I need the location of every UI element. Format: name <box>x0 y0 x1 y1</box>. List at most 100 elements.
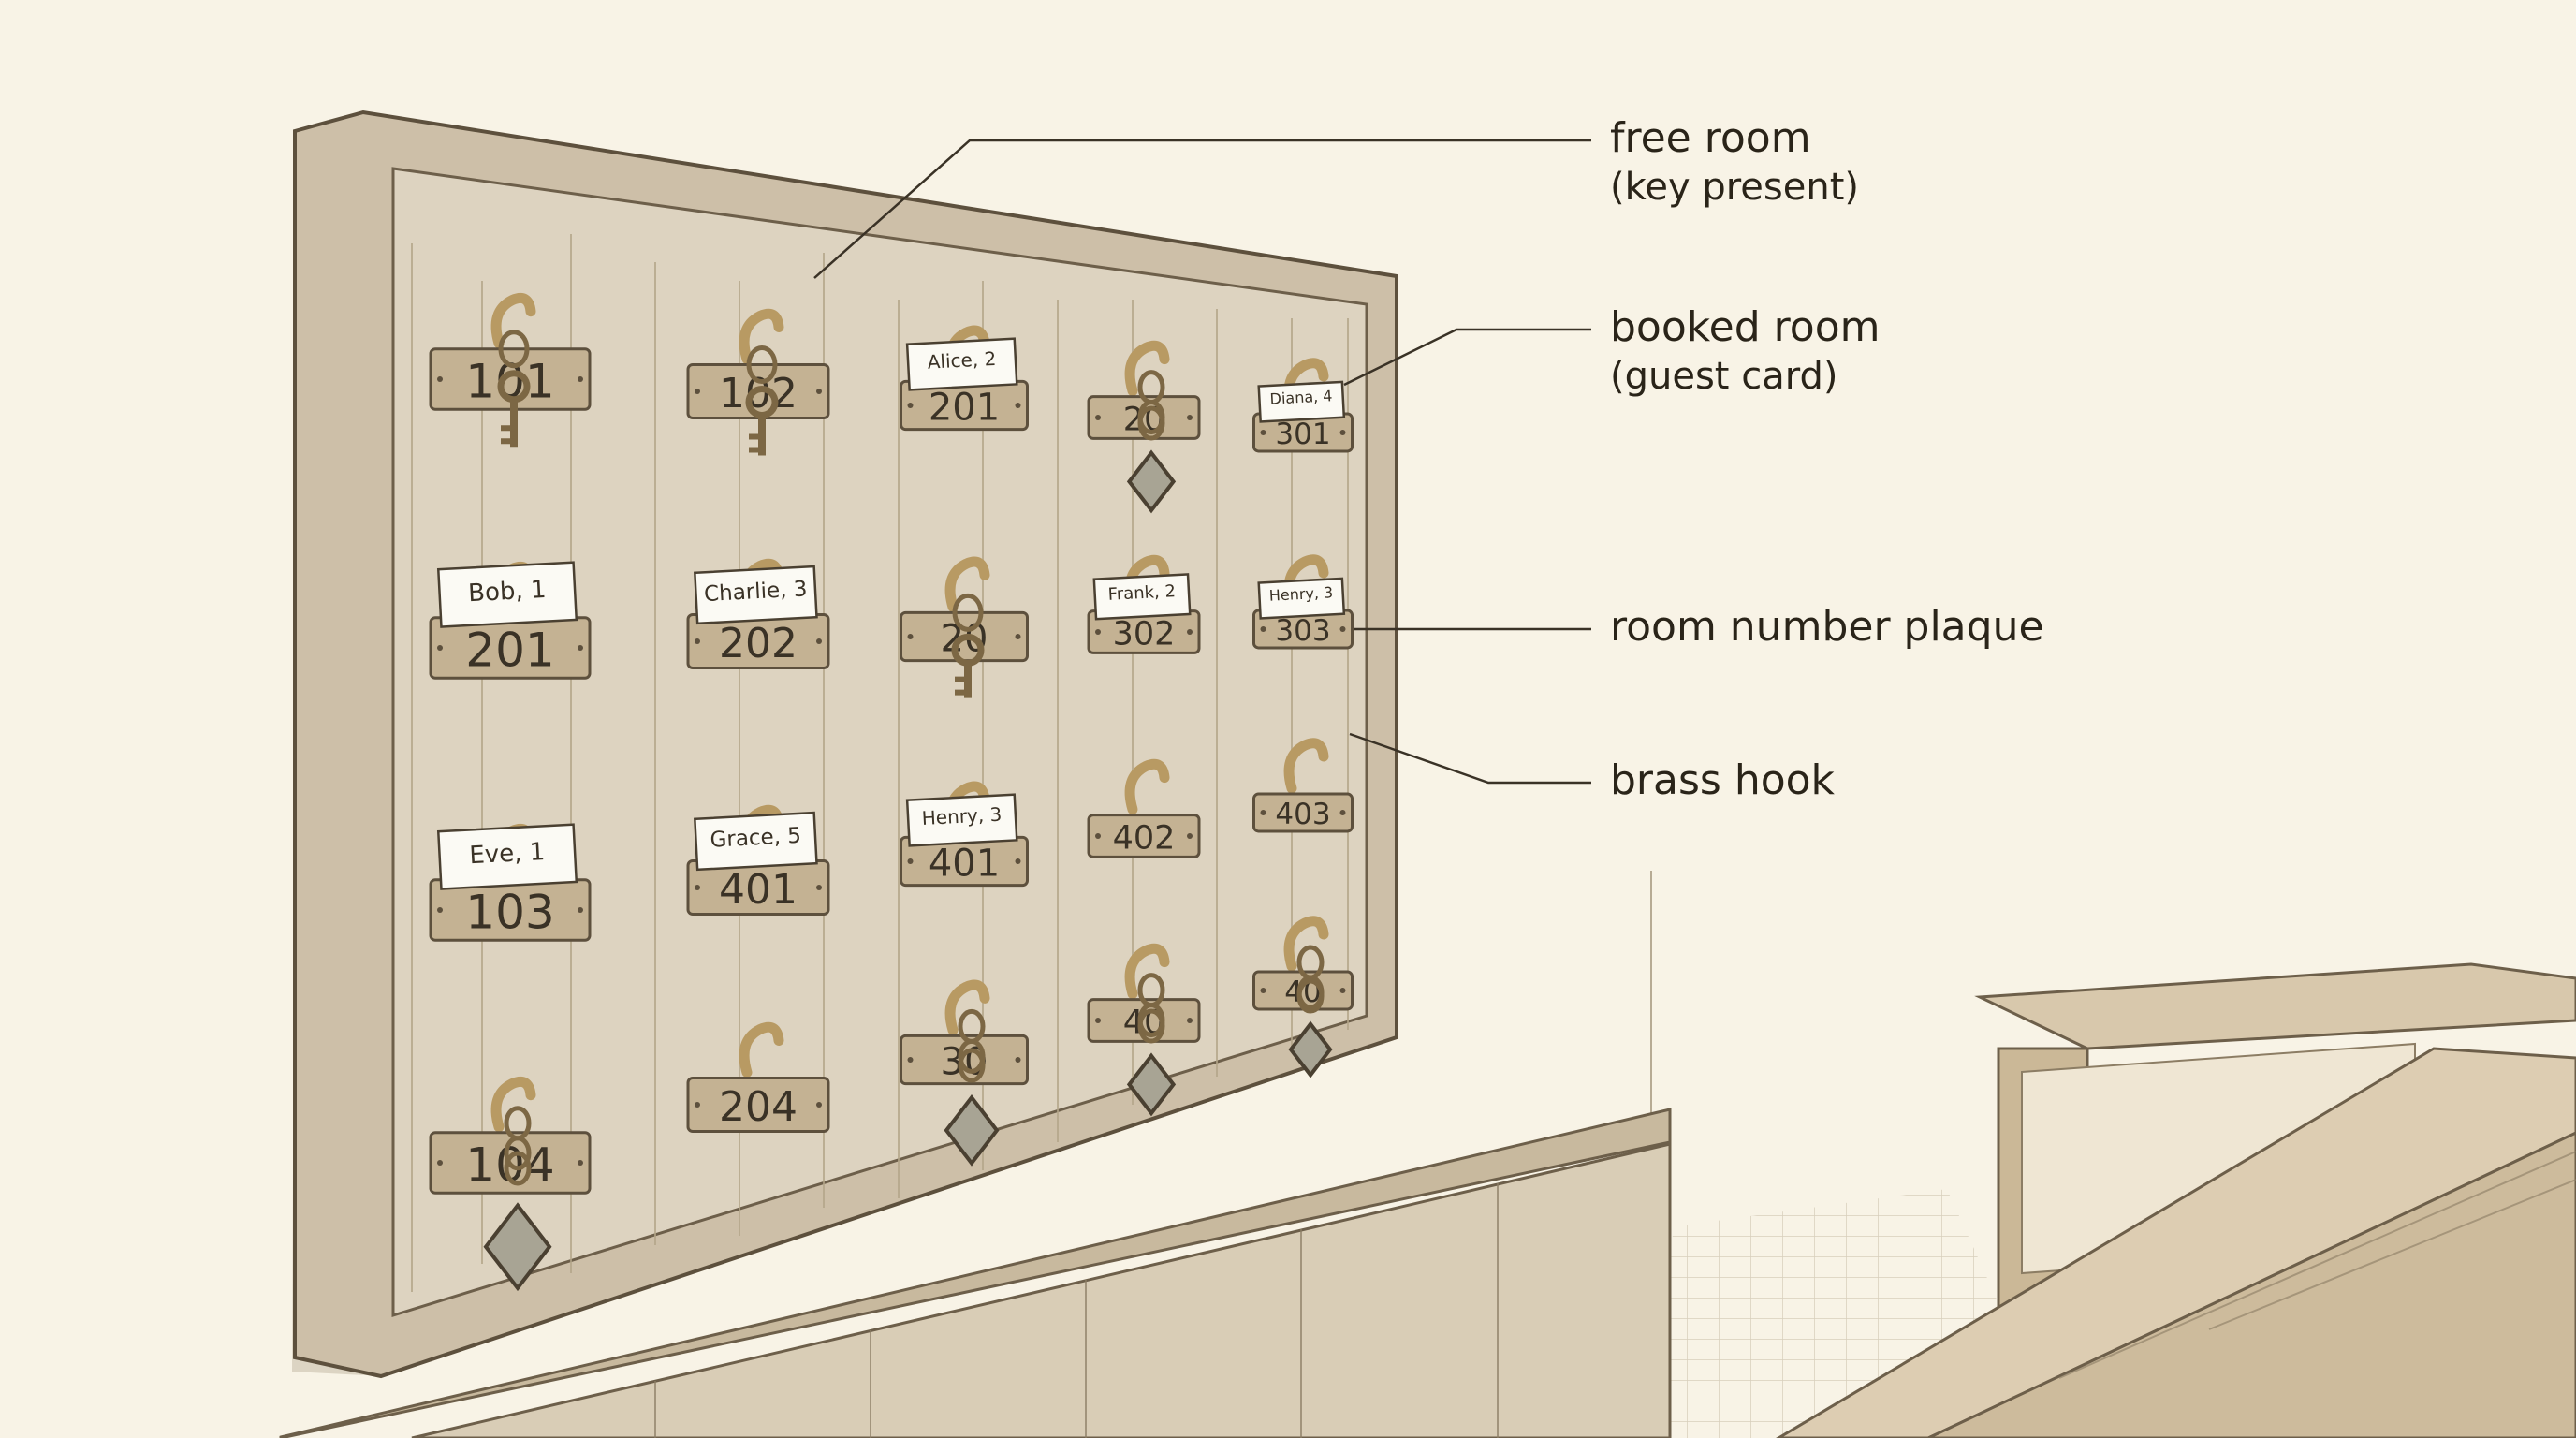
label-brass-hook: brass hook <box>1610 756 1836 804</box>
slot-r4c2: 204 <box>686 1021 830 1133</box>
brass-hook-icon <box>739 308 784 364</box>
plaque-screw <box>816 638 822 644</box>
room-number: 202 <box>719 620 798 668</box>
guest-name: Grace, 5 <box>710 824 802 853</box>
guest-card <box>436 561 578 628</box>
plaque-screw <box>578 645 583 651</box>
room-number: 302 <box>1113 615 1176 653</box>
brass-hook-icon <box>490 292 536 349</box>
plaque-screw <box>907 1057 914 1063</box>
plaque-screw <box>578 1160 583 1166</box>
key-fob-icon <box>1126 973 1177 1117</box>
room-number: 303 <box>1275 614 1330 648</box>
plaque-screw <box>437 645 443 651</box>
plaque-screw <box>1187 833 1193 839</box>
guest-name: Alice, 2 <box>927 347 997 374</box>
plaque-screw <box>1095 629 1101 635</box>
guest-card <box>905 793 1018 847</box>
slot-r2c2: 202 Charlie, 3 <box>686 558 830 669</box>
plaque-screw <box>1095 415 1101 420</box>
plaque-screw <box>695 885 700 890</box>
plaque-screw <box>1187 1018 1193 1023</box>
key-fob-icon <box>1288 945 1333 1078</box>
slot-r4c5: 40 <box>1252 916 1354 1078</box>
plaque-screw <box>1015 403 1021 408</box>
reception-desk <box>1776 962 2576 1438</box>
guest-card <box>1257 380 1346 423</box>
key-fob-icon <box>483 1106 552 1292</box>
plaque-screw <box>1015 858 1021 864</box>
label-room-plaque: room number plaque <box>1610 603 2044 651</box>
brass-key-icon <box>951 593 985 698</box>
plaque-screw <box>1260 988 1266 993</box>
guest-name: Henry, 3 <box>921 803 1003 829</box>
room-number: 301 <box>1275 418 1330 451</box>
brass-hook-icon <box>1283 916 1329 972</box>
guest-card <box>905 337 1018 391</box>
plaque-screw <box>578 907 583 913</box>
plaque-screw <box>1339 626 1346 632</box>
room-number: 402 <box>1113 819 1176 857</box>
plaque-screw <box>1095 833 1101 839</box>
room-plaque <box>686 1077 830 1133</box>
room-number: 401 <box>929 842 1000 885</box>
brass-hook-icon <box>490 1076 536 1133</box>
slot-r3c4: 402 <box>1087 758 1201 858</box>
brass-hook-icon <box>739 1021 784 1078</box>
plaque-screw <box>816 885 822 890</box>
brass-hook-icon <box>1124 758 1170 815</box>
slot-r1c2: 102 <box>686 308 830 456</box>
plaque-screw <box>437 376 443 382</box>
guest-name: Charlie, 3 <box>703 577 808 607</box>
label-booked-room: booked room <box>1610 303 1881 351</box>
plaque-screw <box>695 1102 700 1108</box>
brass-hook-icon <box>944 556 990 612</box>
plaque-screw <box>1015 1057 1021 1063</box>
guest-card <box>694 811 818 872</box>
brass-hook-icon <box>1124 340 1170 397</box>
guest-name: Eve, 1 <box>469 838 546 870</box>
plaque-screw <box>1339 988 1346 993</box>
plaque-screw <box>1095 1018 1101 1023</box>
plaque-screw <box>437 907 443 913</box>
slot-r1c1: 101 <box>429 292 592 448</box>
guest-name: Bob, 1 <box>467 576 547 608</box>
plaque-screw <box>907 634 914 639</box>
guest-card <box>1092 573 1192 621</box>
plaque-screw <box>695 389 700 394</box>
label-free-room-note: (key present) <box>1610 166 1859 209</box>
guest-card <box>694 565 818 625</box>
label-free-room: free room <box>1610 114 1811 162</box>
plaque-screw <box>578 376 583 382</box>
slot-r4c1: 104 <box>429 1076 592 1292</box>
plaque-screw <box>1260 626 1266 632</box>
room-plaque <box>1252 792 1354 833</box>
room-number: 102 <box>719 370 798 418</box>
leader-hook <box>1349 732 1591 785</box>
plaque-screw <box>907 403 914 408</box>
plaque-screw <box>1187 415 1193 420</box>
annotation-leaders <box>813 139 1591 785</box>
brass-key-icon <box>745 345 779 456</box>
plaque-screw <box>1015 634 1021 639</box>
brass-hook-icon <box>1124 943 1170 1000</box>
plaque-screw <box>1187 629 1193 635</box>
plaque-screw <box>1339 810 1346 815</box>
room-number: 201 <box>929 386 1000 429</box>
brass-hook-icon <box>944 979 990 1035</box>
plaque-screw <box>816 389 822 394</box>
plaque-screw <box>437 1160 443 1166</box>
brass-hook-icon <box>1283 738 1329 794</box>
slot-r4c4: 40 <box>1087 943 1201 1117</box>
slot-r2c1: 201 Bob, 1 <box>429 561 592 680</box>
plaque-screw <box>816 1102 822 1108</box>
leader-free-room <box>813 139 1591 279</box>
room-number: 201 <box>465 623 554 677</box>
room-number: 403 <box>1275 798 1330 831</box>
key-fob-icon <box>944 1008 1000 1167</box>
